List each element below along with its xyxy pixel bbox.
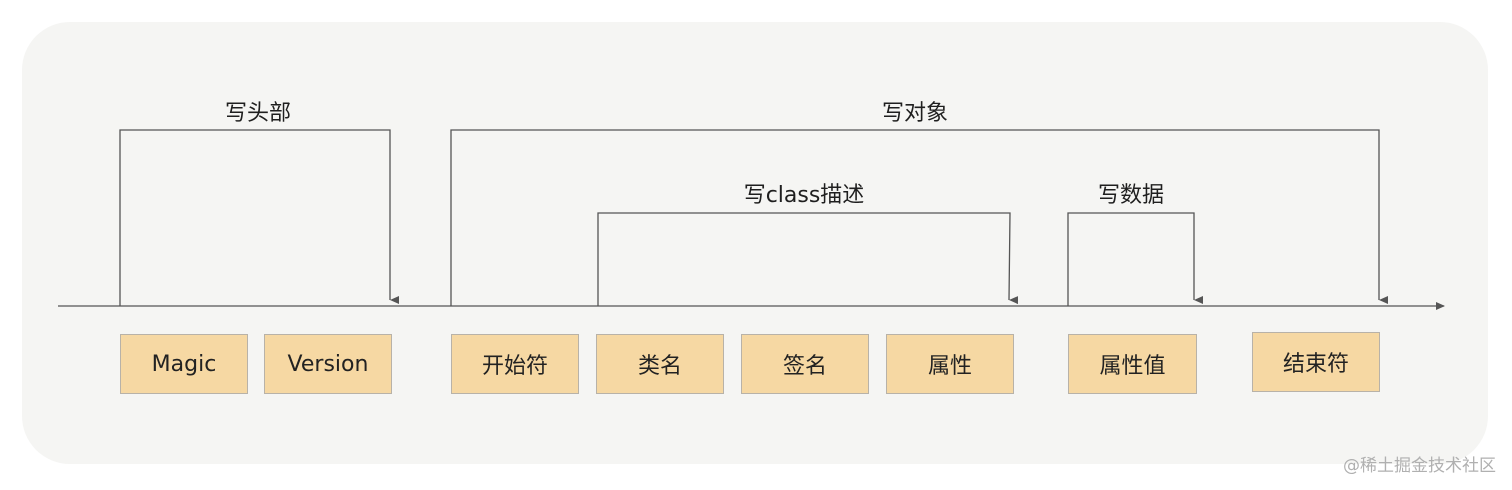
bracket-write-object	[450, 129, 1388, 306]
bracket-write-class-desc	[597, 212, 1019, 306]
watermark: @稀土掘金技术社区	[1343, 456, 1496, 476]
box-signature: 签名	[741, 334, 869, 394]
bracket-write-header	[119, 129, 399, 306]
box-attribute: 属性	[886, 334, 1014, 394]
box-end-marker: 结束符	[1252, 332, 1380, 392]
box-version: Version	[264, 334, 392, 394]
label-write-object: 写对象	[881, 101, 949, 126]
box-attribute-value: 属性值	[1068, 334, 1197, 394]
label-write-class-desc: 写class描述	[743, 183, 865, 208]
box-magic: Magic	[120, 334, 248, 394]
bracket-write-data	[1067, 212, 1203, 306]
box-class-name: 类名	[596, 334, 724, 394]
label-write-data: 写数据	[1097, 183, 1165, 208]
box-start-marker: 开始符	[451, 334, 579, 394]
label-write-header: 写头部	[224, 101, 292, 126]
